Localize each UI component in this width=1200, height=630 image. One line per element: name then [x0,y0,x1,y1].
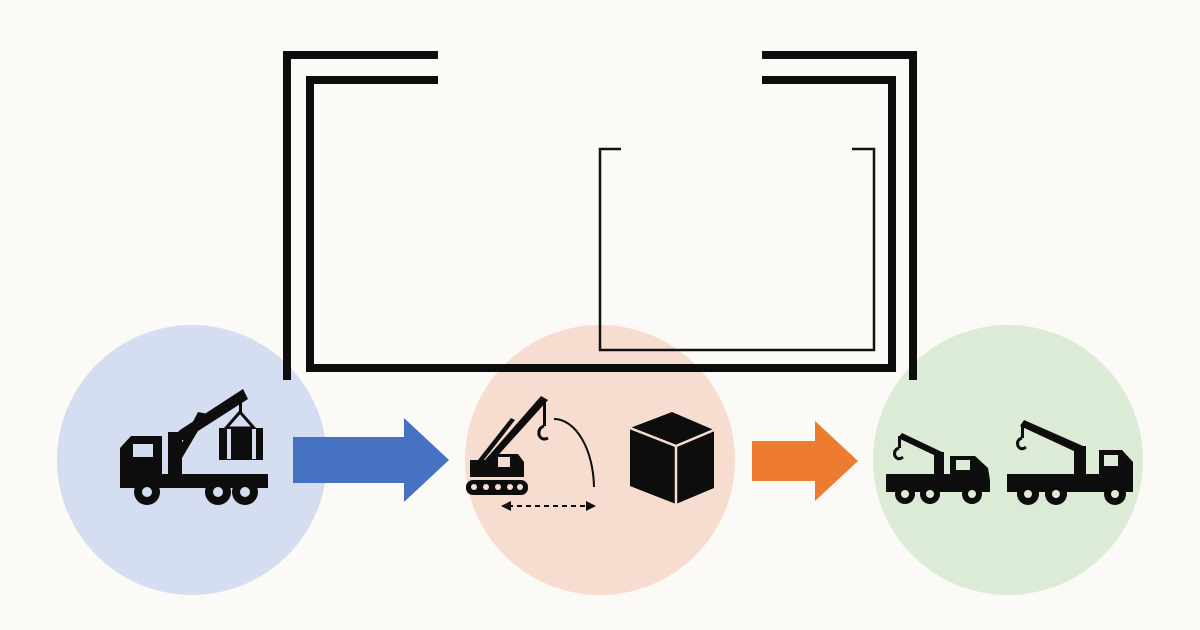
loader-crane-truck-icon [120,389,268,505]
stage-circle-left [57,325,327,595]
outer-frame-line [762,51,917,380]
inner-frame [598,147,876,352]
right-arrow-icon [752,421,858,501]
outer-frame-line [283,51,438,380]
outer-frame-line [306,76,896,372]
two-crane-trucks-icon [886,420,1133,505]
cargo-box-icon [629,412,715,504]
right-arrow-icon [293,418,449,502]
crawler-crane-icon [466,396,596,511]
stage-circle-right [873,325,1143,595]
stage-circle-center [465,325,735,595]
swing-radius-arc [553,418,595,488]
crane-truck-icon [1007,420,1133,492]
outer-frame [283,51,917,380]
